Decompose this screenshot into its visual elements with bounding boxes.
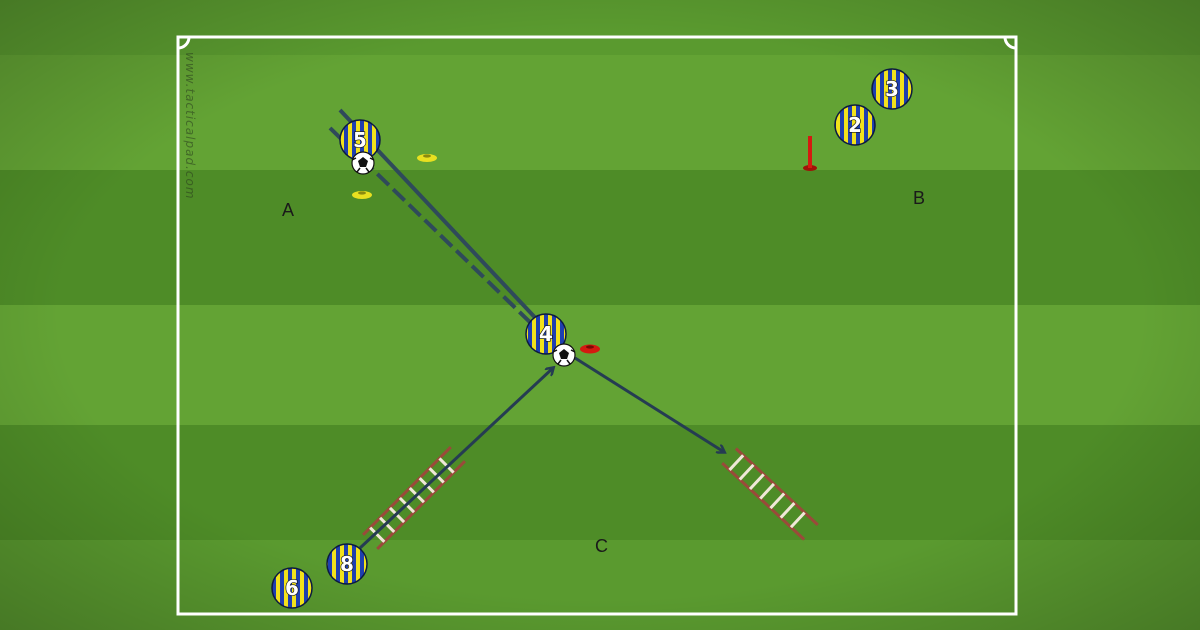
pitch-boundary (176, 35, 1018, 616)
player-8[interactable]: 8 (326, 543, 368, 585)
soccer-ball-icon[interactable] (552, 343, 576, 367)
dribble-arrow-4-to-ladder (574, 356, 724, 452)
zone-label-c: C (595, 536, 608, 556)
player-number: 5 (353, 128, 367, 152)
player-6[interactable]: 6 (271, 567, 313, 609)
agility-ladder-icon (721, 447, 819, 541)
player-3[interactable]: 3 (871, 68, 913, 110)
marker-cone-icon (580, 344, 600, 354)
marker-cone-icon (417, 154, 437, 162)
pole-icon (803, 136, 817, 171)
player-number: 8 (340, 552, 354, 576)
player-4[interactable]: 4 (525, 313, 567, 355)
player-number: 2 (848, 113, 862, 137)
soccer-ball-icon[interactable] (351, 151, 375, 175)
watermark: www.tacticalpad.com (183, 52, 197, 200)
marker-cone-icon (352, 191, 372, 199)
player-2[interactable]: 2 (834, 104, 876, 146)
player-number: 6 (285, 576, 299, 600)
player-number: 4 (539, 322, 553, 346)
player-number: 3 (885, 77, 899, 101)
movement-arrows (358, 356, 724, 550)
player-5[interactable]: 5 (339, 119, 381, 161)
run-arrow-8-to-4 (358, 368, 553, 550)
zone-label-a: A (282, 200, 294, 220)
zone-label-b: B (913, 188, 925, 208)
